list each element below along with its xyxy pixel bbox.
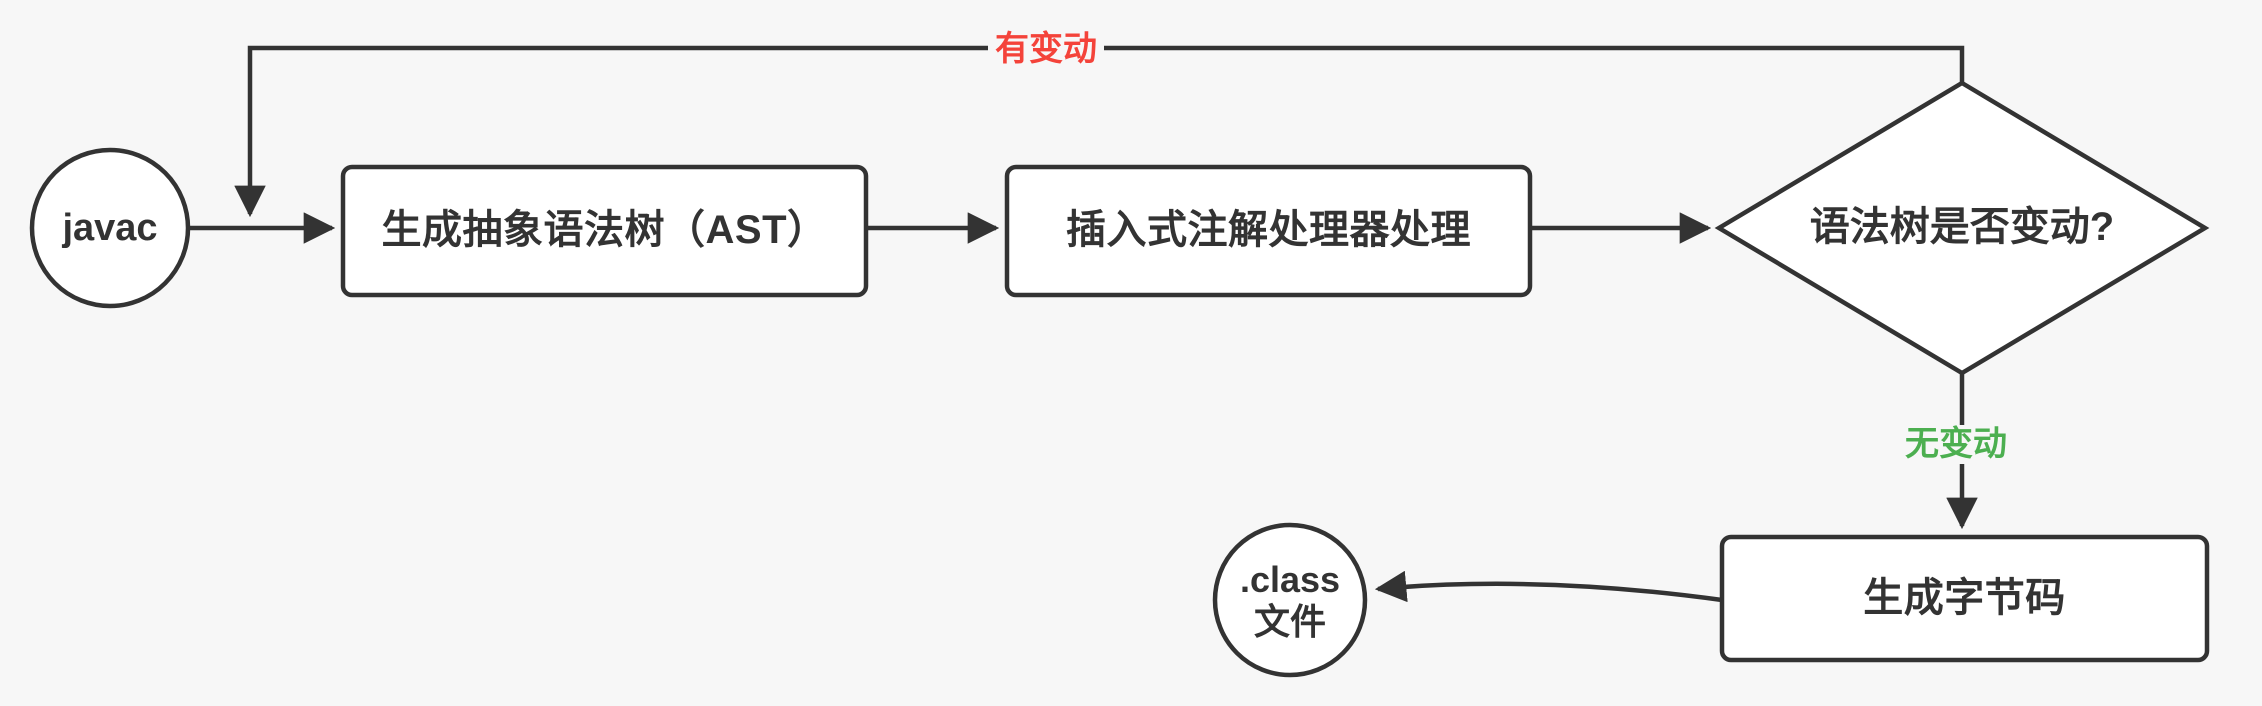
node-annotation-shape[interactable]	[1004, 164, 1533, 298]
edge-decision-loop-back	[234, 45, 1965, 218]
node-decision-shape[interactable]	[1714, 80, 2210, 376]
node-class-file-shape[interactable]	[1212, 522, 1368, 678]
node-ast-shape[interactable]	[340, 164, 869, 298]
edge-label-changed: 有变动	[988, 30, 1104, 70]
node-javac-shape[interactable]	[29, 147, 191, 309]
edge-label-unchanged: 无变动	[1898, 425, 2014, 465]
node-bytecode-shape[interactable]	[1719, 534, 2210, 663]
edge-bytecode-to-class-file	[1374, 570, 1723, 603]
